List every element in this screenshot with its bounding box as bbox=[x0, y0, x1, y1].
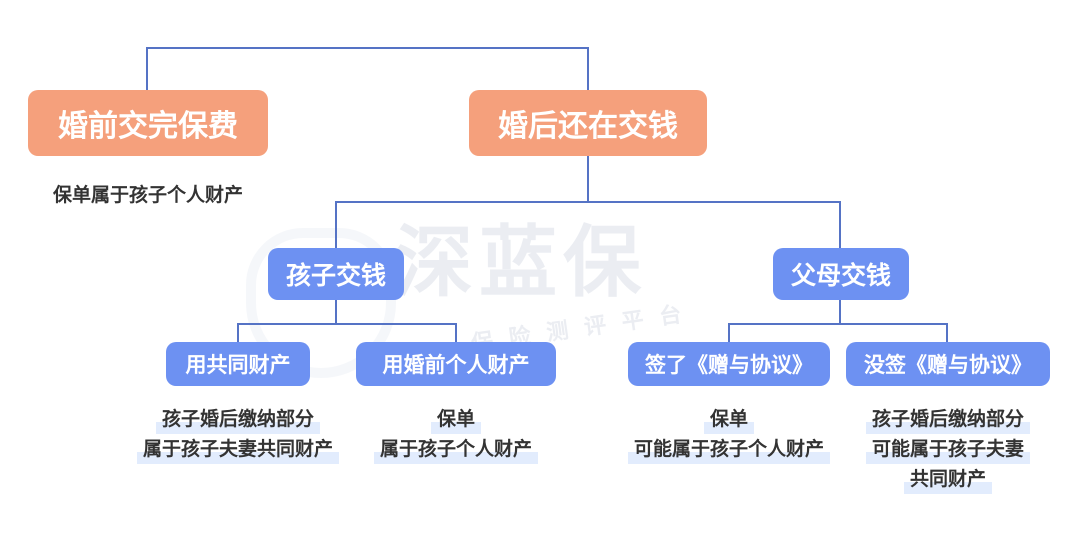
unsigned-gift-node: 没签《赠与协议》 bbox=[846, 342, 1050, 386]
joint-property-note: 孩子婚后缴纳部分 属于孩子夫妻共同财产 bbox=[98, 404, 378, 464]
before-marriage-note: 保单属于孩子个人财产 bbox=[28, 180, 268, 210]
unsigned-gift-note-line-2: 可能属于孩子夫妻 bbox=[865, 434, 1030, 464]
unsigned-gift-note-line-1: 孩子婚后缴纳部分 bbox=[865, 404, 1030, 434]
before-marriage-node: 婚前交完保费 bbox=[28, 90, 268, 156]
signed-gift-note-line-2: 可能属于孩子个人财产 bbox=[627, 434, 830, 464]
joint-property-node: 用共同财产 bbox=[166, 342, 310, 386]
unsigned-gift-note-line-3: 共同财产 bbox=[903, 464, 992, 494]
before-marriage-note-line: 保单属于孩子个人财产 bbox=[52, 184, 243, 206]
child-pays-node: 孩子交钱 bbox=[268, 248, 404, 300]
premarital-property-note: 保单 属于孩子个人财产 bbox=[336, 404, 576, 464]
connector-top bbox=[146, 47, 589, 90]
parents-pay-node: 父母交钱 bbox=[773, 248, 909, 300]
joint-property-note-line-1: 孩子婚后缴纳部分 bbox=[155, 404, 320, 434]
unsigned-gift-note: 孩子婚后缴纳部分 可能属于孩子夫妻 共同财产 bbox=[836, 404, 1060, 494]
signed-gift-node: 签了《赠与协议》 bbox=[628, 342, 830, 386]
after-marriage-node: 婚后还在交钱 bbox=[469, 90, 707, 156]
signed-gift-note-line-1: 保单 bbox=[703, 404, 754, 434]
premarital-property-node: 用婚前个人财产 bbox=[356, 342, 556, 386]
premarital-property-note-line-1: 保单 bbox=[430, 404, 481, 434]
connector-parent-branches bbox=[728, 300, 948, 342]
connector-child-branches bbox=[237, 300, 457, 342]
joint-property-note-line-2: 属于孩子夫妻共同财产 bbox=[136, 434, 339, 464]
premarital-property-note-line-2: 属于孩子个人财产 bbox=[373, 434, 538, 464]
watermark-logo-icon bbox=[246, 228, 396, 378]
signed-gift-note: 保单 可能属于孩子个人财产 bbox=[604, 404, 854, 464]
connector-after-to-payers bbox=[335, 156, 841, 248]
